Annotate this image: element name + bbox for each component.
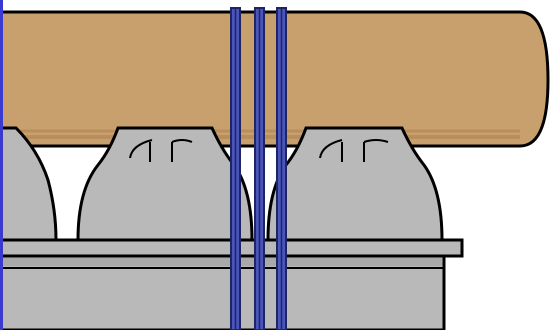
rubber-band: [231, 8, 240, 330]
left-edge-line: [0, 0, 3, 330]
rubber-band: [277, 8, 286, 330]
rubber-band: [255, 8, 264, 330]
rubber-bands: [231, 8, 286, 330]
cardboard-tube: [0, 12, 548, 146]
